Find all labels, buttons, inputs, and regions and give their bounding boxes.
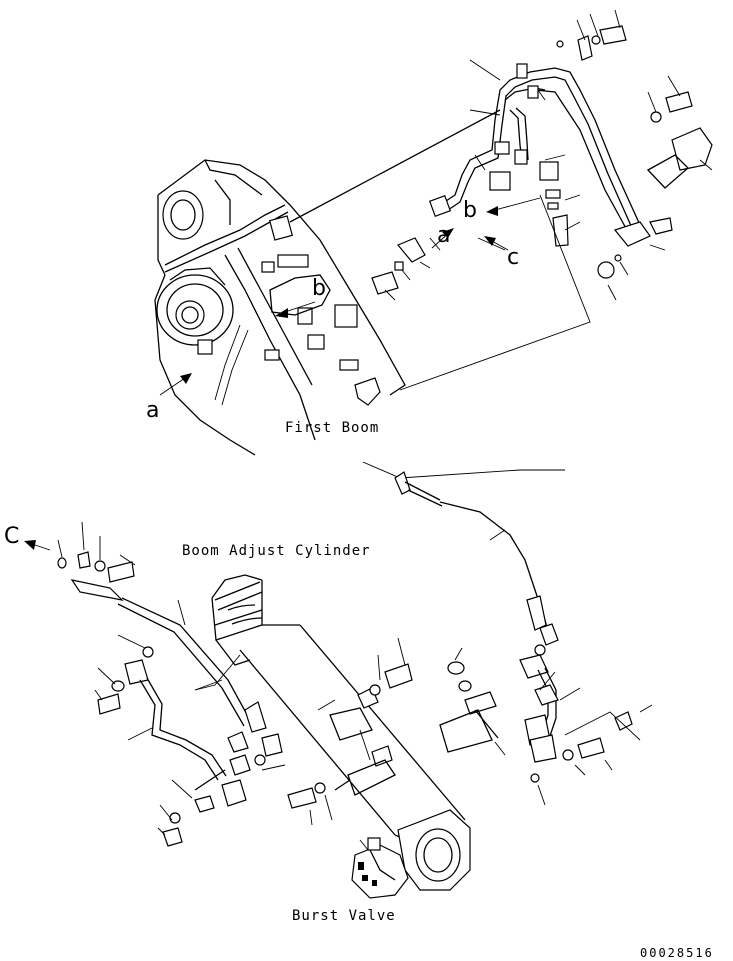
view-arrow-b-boom xyxy=(275,301,316,318)
view-arrow-a-boom xyxy=(159,373,192,396)
view-marker-a-bracket: a xyxy=(437,223,451,248)
lower-right-pipe xyxy=(519,644,653,806)
view-marker-a-boom: a xyxy=(146,398,160,423)
first-boom xyxy=(154,159,406,456)
view-marker-c-pipe: c xyxy=(507,245,520,270)
view-marker-c-lower: C xyxy=(4,524,20,549)
view-marker-b-pipe: b xyxy=(463,198,477,223)
long-hose xyxy=(362,461,565,646)
upper-hydraulic-lines xyxy=(289,9,713,391)
view-marker-b-boom: b xyxy=(312,276,326,301)
part-code-label: 00028516 xyxy=(640,946,714,960)
first-boom-label: First Boom xyxy=(285,420,380,436)
lower-left-pipe xyxy=(24,521,286,847)
boom-adjust-cylinder xyxy=(211,574,471,891)
burst-valve xyxy=(351,837,409,899)
boom-adjust-cylinder-label: Boom Adjust Cylinder xyxy=(182,543,371,559)
center-brackets xyxy=(287,637,506,826)
view-arrow-c-pipe xyxy=(477,237,506,251)
burst-valve-label: Burst Valve xyxy=(292,908,396,924)
